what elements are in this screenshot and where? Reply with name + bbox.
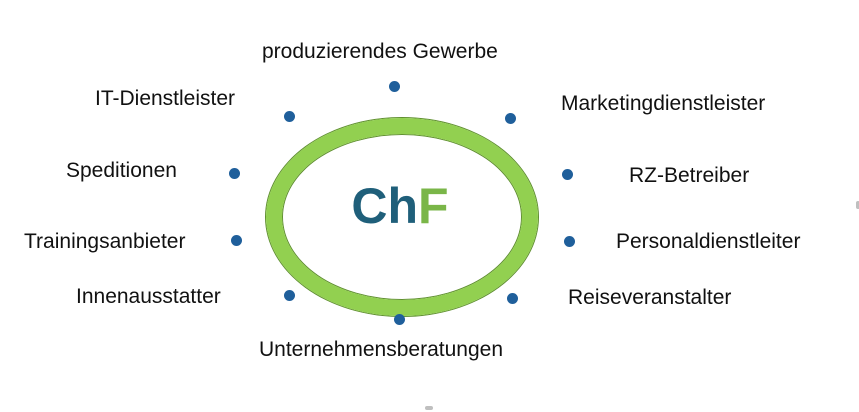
bottom-resize-handle	[425, 406, 433, 410]
sector-dot-it-dienstleister	[284, 111, 295, 122]
sector-label-it-dienstleister: IT-Dienstleister	[95, 87, 236, 110]
sector-label-innenausstatter: Innenausstatter	[76, 285, 221, 308]
sector-label-reiseveranstalter: Reiseveranstalter	[568, 286, 732, 309]
sector-dot-speditionen	[229, 168, 240, 179]
sector-dot-unternehmensberatungen	[394, 314, 405, 325]
sector-dot-personaldienstleiter	[564, 236, 575, 247]
sector-label-unternehmensberatungen: Unternehmensberatungen	[259, 338, 504, 361]
sector-label-rz-betreiber: RZ-Betreiber	[629, 164, 750, 187]
sector-label-personaldienstleiter: Personaldienstleiter	[616, 230, 801, 253]
chf-logo: ChF	[300, 176, 500, 236]
sector-label-marketingdienstleister: Marketingdienstleister	[561, 92, 766, 115]
sector-dot-marketingdienstleister	[505, 113, 516, 124]
logo-part-ch: Ch	[351, 178, 419, 234]
edge-resize-handle	[856, 201, 859, 209]
sector-label-trainingsanbieter: Trainingsanbieter	[24, 230, 186, 253]
sector-dot-innenausstatter	[284, 290, 295, 301]
sector-dot-rz-betreiber	[562, 169, 573, 180]
sector-dot-trainingsanbieter	[231, 235, 242, 246]
sector-label-speditionen: Speditionen	[66, 159, 177, 182]
sector-dot-produzierendes-gewerbe	[389, 81, 400, 92]
sector-dot-reiseveranstalter	[507, 293, 518, 304]
logo-part-f: F	[418, 178, 449, 234]
sector-label-produzierendes-gewerbe: produzierendes Gewerbe	[262, 40, 498, 63]
